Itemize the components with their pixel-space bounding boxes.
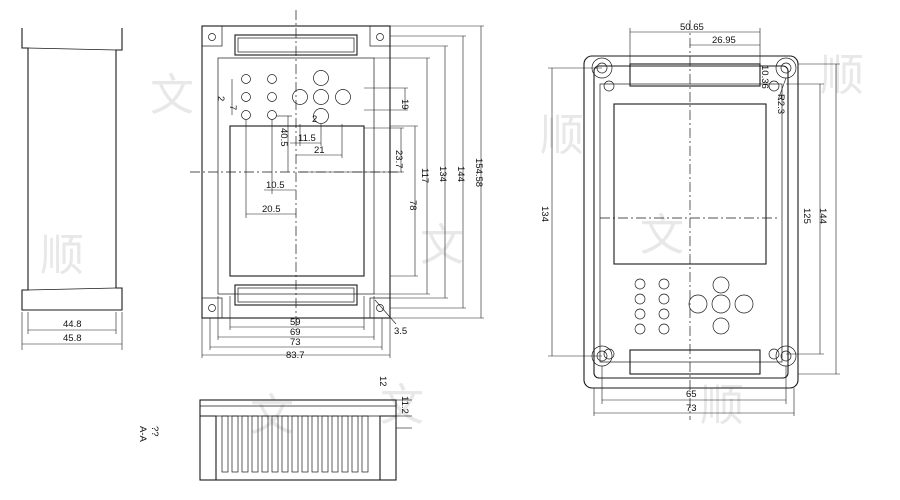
section-label: A-A [137, 426, 148, 443]
section-label-mark: ?? [149, 426, 160, 437]
svg-text:文: 文 [150, 70, 194, 121]
front-view: 59 69 73 83.7 3.5 19 23.7 78 117 134 144 [190, 10, 484, 361]
front-hole-tl [208, 33, 216, 41]
back-outer-frame [583, 55, 799, 389]
front-hole-br [376, 304, 384, 312]
back-boss-br [775, 345, 797, 367]
svg-text:文: 文 [420, 220, 464, 271]
back-view: 50.65 26.95 10.36 R2.3 134 125 144 65 73 [539, 20, 840, 420]
front-ear-br [369, 297, 391, 319]
front-dim-20-5: 20.5 [262, 204, 281, 215]
front-dim-117: 117 [419, 168, 430, 183]
front-dim-11-5: 11.5 [298, 133, 316, 144]
section-view: 12 11.2 A-A ?? [137, 376, 412, 481]
front-dim-3-5: 3.5 [394, 326, 407, 337]
front-dim-73: 73 [290, 337, 301, 348]
svg-text:顺: 顺 [40, 230, 84, 281]
back-label-slot-top [629, 63, 761, 87]
front-dim-154-58: 154.58 [473, 158, 484, 187]
back-dim-26-95: 26.95 [712, 35, 736, 46]
front-dim-78: 78 [407, 200, 418, 211]
side-view: 44.8 45.8 [21, 28, 123, 350]
watermark: 文 顺 文 顺 文 顺 文 顺 文 [40, 50, 864, 441]
back-dim-50-65: 50.65 [680, 22, 704, 33]
back-dim-73: 73 [686, 403, 697, 414]
section-ribs [221, 415, 369, 473]
back-dim-134: 134 [539, 206, 550, 222]
front-dim-2-a: 2 [215, 96, 226, 101]
front-hole-tr [376, 33, 384, 41]
front-dim-69: 69 [290, 327, 301, 338]
svg-text:顺: 顺 [540, 110, 584, 161]
back-dim-65: 65 [686, 389, 697, 400]
front-leader-3-5 [374, 299, 397, 325]
front-dim-7: 7 [227, 105, 238, 110]
back-button-holes [634, 276, 754, 335]
back-label-slot-bottom [629, 349, 761, 375]
front-button-holes [241, 70, 351, 124]
front-ear-tr [369, 25, 391, 47]
section-dim-12: 12 [377, 376, 388, 387]
front-hole-bl [208, 304, 216, 312]
svg-text:顺: 顺 [820, 50, 864, 101]
back-dim-10-36: 10.36 [759, 65, 770, 89]
back-dim-r2-3: R2.3 [775, 94, 786, 114]
back-inner-frame [593, 65, 789, 379]
front-dim-40-5: 40.5 [278, 128, 289, 147]
section-dim-11-2: 11.2 [399, 396, 410, 414]
front-display-window [229, 125, 365, 277]
front-ear-tl [201, 25, 223, 47]
front-ear-bl [201, 297, 223, 319]
front-dim-2-b: 2 [312, 114, 317, 125]
front-dim-83-7: 83.7 [286, 350, 305, 361]
side-inner-edges [27, 47, 117, 291]
front-dim-21: 21 [314, 145, 325, 156]
section-outer [199, 399, 397, 481]
back-dim-125: 125 [801, 208, 812, 224]
side-dim-outer: 45.8 [63, 333, 82, 344]
front-dim-134: 134 [437, 166, 448, 182]
back-dim-144: 144 [817, 208, 828, 224]
side-profile [21, 28, 123, 311]
front-dim-23-7: 23.7 [393, 150, 404, 169]
back-boss-tr [775, 57, 797, 79]
svg-text:文: 文 [380, 380, 424, 431]
front-dim-144: 144 [455, 166, 466, 182]
front-dim-19: 19 [399, 99, 410, 110]
front-dim-59: 59 [290, 317, 301, 328]
svg-text:文: 文 [640, 210, 684, 261]
front-dim-10-5: 10.5 [266, 180, 285, 191]
side-dim-inner: 44.8 [63, 319, 82, 330]
